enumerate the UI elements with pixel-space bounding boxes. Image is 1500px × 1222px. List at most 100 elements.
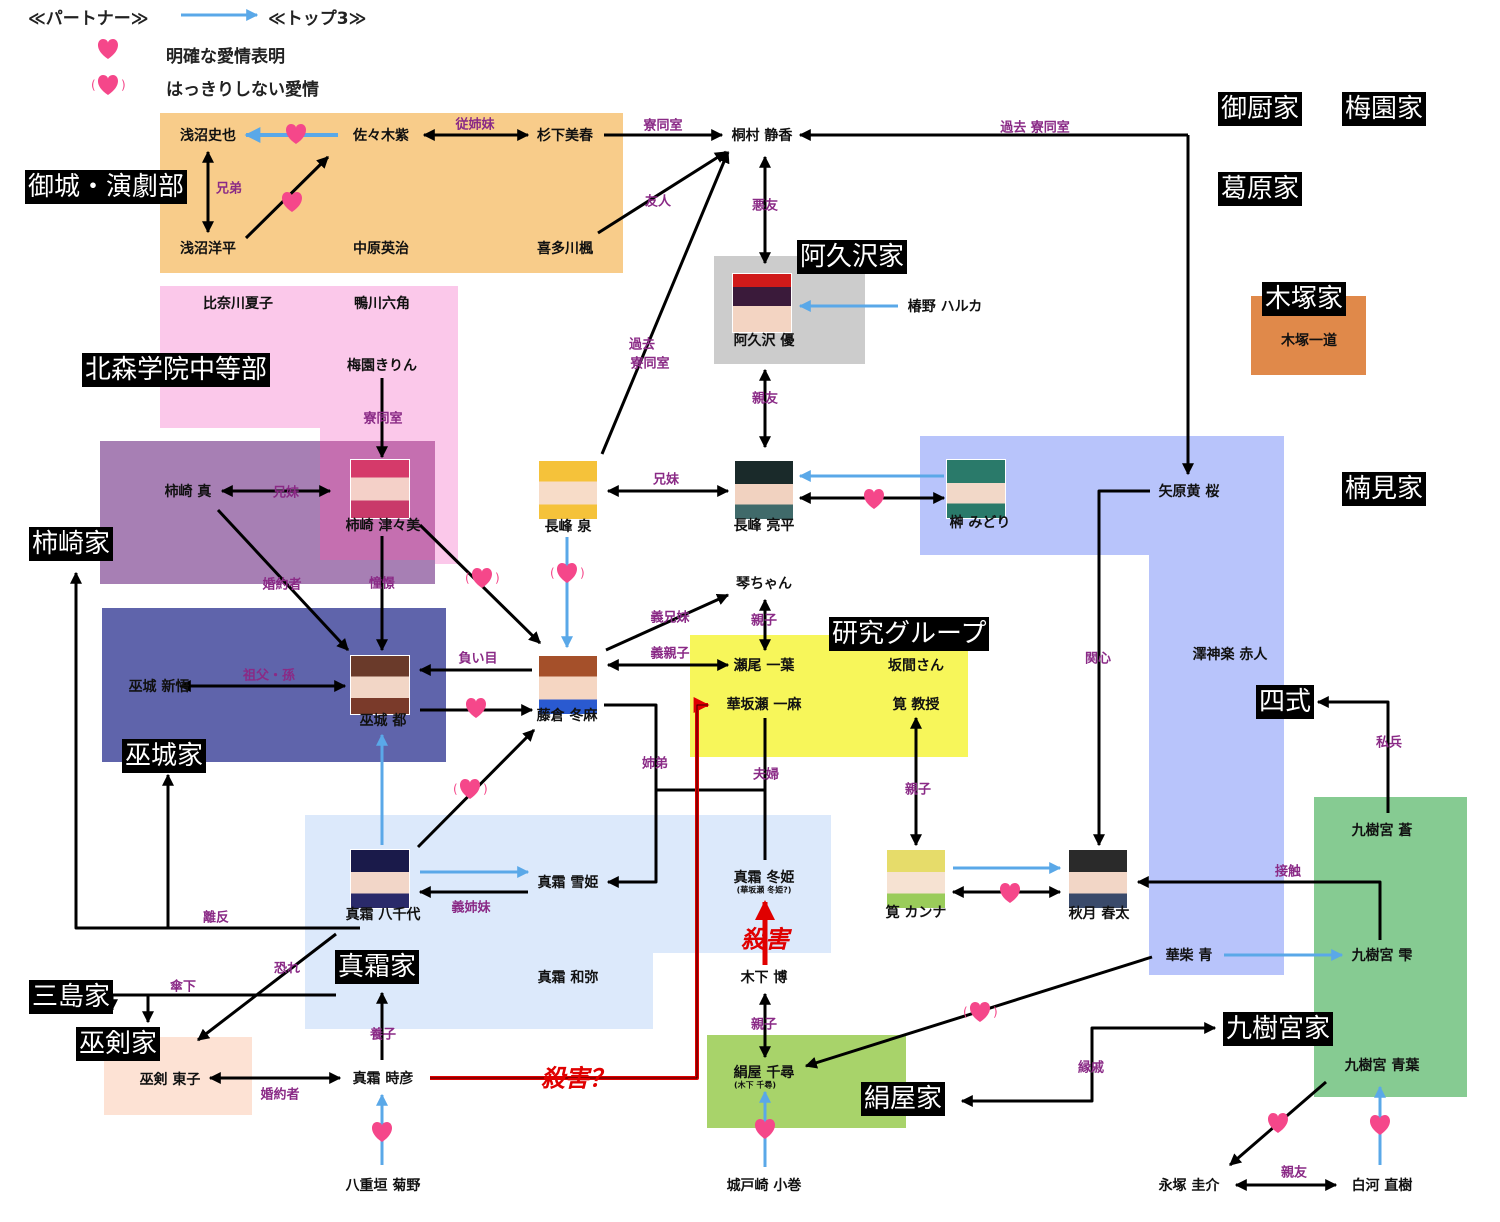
- kusumi-region-lower: [1149, 555, 1284, 975]
- name-akizuki-shunta: 秋月 春太: [1068, 906, 1130, 922]
- rel-oyako-1: 親子: [750, 613, 778, 629]
- name-kakizaki-tsutsumi: 柿崎 津々美: [345, 518, 421, 534]
- svg-text:): ): [121, 78, 126, 92]
- relation-line-37: [197, 932, 337, 1042]
- name-hinagawa-natsuko: 比奈川夏子: [203, 296, 273, 312]
- relation-line-53: [1316, 696, 1390, 813]
- svg-text:(: (: [550, 566, 555, 580]
- clear-love-heart-icon: [281, 192, 303, 212]
- relation-line-15: [216, 508, 350, 652]
- name-sakaki-midori: 榊 みどり: [949, 515, 1011, 531]
- family-mashimo: 真霜家: [335, 950, 420, 984]
- family-akuzawa: 阿久沢家: [797, 240, 908, 274]
- legend-top3: ≪トップ3≫: [268, 9, 367, 29]
- name-nagatsuka-keisuke: 永塚 圭介: [1158, 1178, 1220, 1194]
- name-shirotosaki-komaki: 城戸崎 小巻: [726, 1178, 802, 1194]
- relation-line-6: [597, 150, 728, 235]
- clear-love-heart-icon: [97, 39, 119, 59]
- svg-text:(: (: [963, 1005, 968, 1019]
- name-nagamine-izumi: 長峰 泉: [544, 519, 592, 535]
- relation-line-22: [605, 593, 730, 652]
- clear-love-heart-icon: [285, 124, 307, 144]
- legend-clear-love: 明確な愛情表明: [166, 47, 285, 67]
- akuzawa-yu-avatar: [732, 273, 792, 333]
- rel-yujin: 友人: [644, 194, 672, 210]
- fujikura-toma-avatar: [538, 655, 598, 715]
- family-umezono: 梅園家: [1342, 92, 1427, 126]
- name-nakahara-eiji: 中原英治: [353, 241, 409, 257]
- svg-text:(: (: [453, 782, 458, 796]
- mashimo-yachiyo-avatar: [350, 849, 410, 909]
- clear-love-heart-icon: [863, 489, 885, 509]
- sakaki-midori-avatar: [946, 459, 1006, 519]
- family-kinuya: 絹屋家: [861, 1082, 946, 1116]
- relation-line-39: [106, 993, 336, 1012]
- name-kitagawa-kaede: 喜多川楓: [537, 241, 593, 257]
- svg-text:): ): [993, 1005, 998, 1019]
- svg-text:(: (: [465, 571, 470, 585]
- group-shishiki: 四式: [1256, 685, 1315, 719]
- svg-text:): ): [483, 782, 488, 796]
- rel-sesshoku: 接触: [1274, 864, 1302, 880]
- name-kukinomiya-shizuku: 九樹宮 雫: [1351, 948, 1413, 964]
- relation-line-54: [1136, 876, 1382, 940]
- rel-oyako-2: 親子: [904, 782, 932, 798]
- rel-akuyu: 悪友: [751, 198, 779, 214]
- rel-hanhan: 離反: [202, 910, 230, 926]
- rel-enseki: 縁戚: [1077, 1060, 1105, 1076]
- name-kinoshita-hiroshi: 木下 博: [740, 970, 788, 986]
- rel-gioyako: 義親子: [650, 646, 690, 662]
- relation-line-30: [604, 703, 658, 888]
- legend-unclear-love: はっきりしない愛情: [166, 80, 319, 100]
- legend-partner: ≪パートナー≫: [28, 9, 149, 29]
- svg-text:): ): [580, 566, 585, 580]
- akizuki-shunta-avatar: [1068, 849, 1128, 909]
- name-mashimo-yukihime: 真霜 雪姫: [537, 875, 599, 891]
- name-miken-haruko: 巫剣 東子: [139, 1072, 201, 1088]
- name-kinuya-chihiro-note: (木下 千尋): [733, 1080, 777, 1090]
- name-kukinomiya-ao: 九樹宮 蒼: [1351, 823, 1413, 839]
- family-miken: 巫剣家: [76, 1027, 161, 1061]
- rel-kyodai-3: 兄妹: [652, 472, 680, 488]
- name-sakama-san: 坂間さん: [888, 658, 944, 674]
- relation-line-60: [960, 1045, 1094, 1107]
- name-yahara-kizakura: 矢原黄 桜: [1158, 484, 1220, 500]
- name-sugishita-miharu: 杉下美春: [537, 128, 593, 144]
- name-asanuma-yohei: 浅沼洋平: [180, 241, 236, 257]
- unclear-love-heart-icon: (): [453, 779, 488, 799]
- rel-oyako-3: 親子: [750, 1017, 778, 1033]
- name-shirakawa-naoki: 白河 直樹: [1351, 1178, 1413, 1194]
- rel-osore: 恐れ: [273, 961, 301, 977]
- relation-line-12: [600, 150, 730, 455]
- rel-kanshin: 関心: [1084, 651, 1112, 667]
- name-kamogawa-mutsuno: 鴨川六角: [354, 296, 410, 312]
- rel-gishimai: 義姉妹: [451, 900, 491, 916]
- name-yaegaki-kikuno: 八重垣 菊野: [345, 1178, 421, 1194]
- rel-juushimai: 従姉妹: [455, 117, 495, 133]
- drama-club-region: [160, 113, 623, 273]
- rel-shihei: 私兵: [1375, 735, 1403, 751]
- family-kakizaki: 柿崎家: [29, 527, 114, 561]
- mishiro-miyako-avatar: [350, 655, 410, 715]
- name-kinuya-chihiro: 絹屋 千尋: [733, 1065, 795, 1081]
- rel-fufu: 夫婦: [752, 767, 780, 783]
- rel-shinyu-1: 親友: [751, 391, 779, 407]
- name-kashiba-ao: 華柴 青: [1165, 948, 1213, 964]
- rel-kyodai-2: 兄妹: [272, 485, 300, 501]
- rel-ryodoshitsu-3: 寮同室: [363, 411, 403, 427]
- group-mishiro-drama: 御城・演劇部: [25, 170, 188, 204]
- name-koto-chan: 琴ちゃん: [736, 576, 792, 592]
- rel-kyodai-1: 兄弟: [215, 181, 243, 197]
- name-asanuma-fumiya: 浅沼史也: [180, 128, 236, 144]
- family-mishima: 三島家: [29, 980, 114, 1014]
- family-mikuriya: 御厨家: [1218, 92, 1303, 126]
- nagamine-izumi-avatar: [538, 460, 598, 520]
- unclear-love-heart-icon: (): [963, 1002, 998, 1022]
- name-akuzawa-yu: 阿久沢 優: [733, 333, 795, 349]
- name-mashimo-fuyuhime: 真霜 冬姫: [733, 870, 795, 886]
- relation-line-59: [1090, 1022, 1217, 1045]
- relation-line-44: [430, 704, 708, 1079]
- name-kakehi-kanna: 筧 カンナ: [885, 905, 947, 921]
- rel-yoshi: 養子: [369, 1027, 397, 1043]
